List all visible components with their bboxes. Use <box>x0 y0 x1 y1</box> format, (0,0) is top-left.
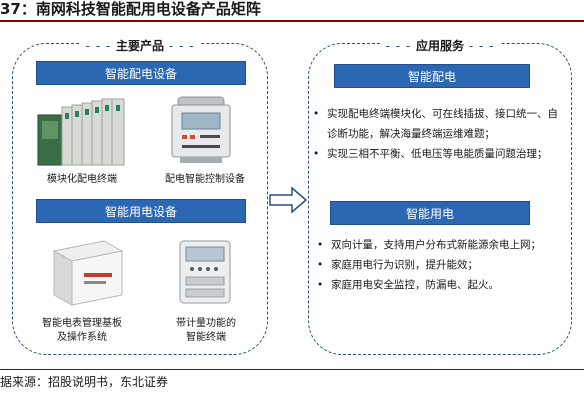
meter-board-caption-line1: 智能电表管理基板 <box>42 318 122 329</box>
metering-terminal-caption-line2: 智能终端 <box>186 332 226 343</box>
meter-board-caption-line2: 及操作系统 <box>57 332 107 343</box>
main-products-header: 主要产品 <box>13 35 267 54</box>
meter-board-image <box>52 240 124 306</box>
main-products-title: 主要产品 <box>79 39 201 53</box>
metering-terminal-caption: 带计量功能的 智能终端 <box>154 317 258 345</box>
list-item: 家庭用电行为识别，提升能效； <box>317 255 553 275</box>
metering-terminal-image <box>179 240 231 304</box>
list-item: 实现三相不平衡、低电压等电能质量问题治理； <box>313 144 565 164</box>
main-products-panel: 主要产品 <box>12 39 268 355</box>
list-item: 家庭用电安全监控，防漏电、起火。 <box>317 275 553 295</box>
control-device-image <box>171 96 231 163</box>
list-item: 双向计量，支持用户分布式新能源余电上网； <box>317 235 553 255</box>
source-note: 据来源：招股说明书，东北证券 <box>0 375 169 389</box>
modular-terminal-caption: 模块化配电终端 <box>47 174 117 185</box>
application-services-title: 应用服务 <box>379 39 501 53</box>
application-services-panel: 应用服务 <box>308 39 572 355</box>
source-rule <box>0 369 584 370</box>
meter-board-caption: 智能电表管理基板 及操作系统 <box>30 317 134 345</box>
smart-consumption-equipment-bar: 智能用电设备 <box>36 199 246 223</box>
smart-consumption-bar: 智能用电 <box>330 201 530 225</box>
metering-terminal-caption-line1: 带计量功能的 <box>176 318 236 329</box>
right-arrow-icon <box>269 186 308 214</box>
distribution-bullet-list: 实现配电终端模块化、可在线插拔、接口统一、自诊断功能，解决海量终端运维难题； 实… <box>313 104 565 164</box>
control-device-caption: 配电智能控制设备 <box>165 174 245 185</box>
list-item: 实现配电终端模块化、可在线插拔、接口统一、自诊断功能，解决海量终端运维难题； <box>313 104 565 144</box>
smart-distribution-bar: 智能配电 <box>334 64 530 88</box>
consumption-bullet-list: 双向计量，支持用户分布式新能源余电上网； 家庭用电行为识别，提升能效； 家庭用电… <box>317 235 553 295</box>
smart-distribution-equipment-bar: 智能配电设备 <box>36 61 246 85</box>
application-services-header: 应用服务 <box>309 35 571 54</box>
title-rule <box>0 20 584 22</box>
modular-terminal-image <box>37 98 125 166</box>
figure-title: 37：南网科技智能配用电设备产品矩阵 <box>0 0 261 18</box>
